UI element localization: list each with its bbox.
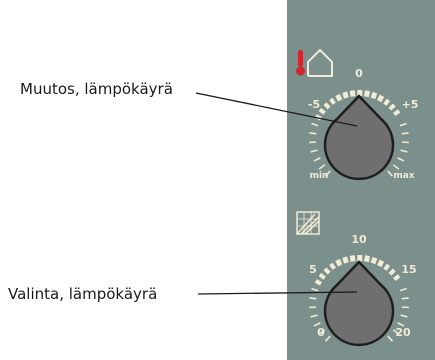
scale-band-segment [314, 279, 322, 286]
scale-label-min: min [310, 171, 329, 181]
scale-tick [392, 329, 400, 335]
scale-tick [392, 164, 400, 170]
scale-band-segment [376, 94, 385, 103]
scale-label-right: +5 [402, 98, 419, 111]
scale-band-segment [335, 93, 343, 102]
scale-tick [401, 132, 409, 135]
scale-band-segment [318, 107, 326, 115]
scale-label-top: 10 [351, 233, 367, 246]
scale-label-top: 0 [355, 67, 363, 80]
scale-label-left: -5 [308, 98, 320, 111]
scale-band-segment [383, 263, 391, 271]
curve-selection-dial[interactable]: 10 5 15 0 20 [309, 233, 417, 347]
scale-label-left: 5 [309, 263, 317, 276]
scale-band-segment [364, 255, 370, 263]
scale-band-segment [370, 256, 378, 265]
scale-label-max: max [393, 171, 414, 181]
scale-band-segment [342, 91, 349, 99]
scale-band-segment [349, 90, 356, 97]
scale-band-segment [349, 255, 356, 262]
top-dial-callout-label: Muutos, lämpökäyrä [20, 80, 173, 98]
scale-band-segment [323, 102, 331, 110]
scale-tick [311, 287, 319, 292]
scale-band-segment [318, 272, 326, 280]
scale-tick [397, 322, 405, 327]
scale-tick [313, 157, 321, 162]
scale-tick [309, 132, 317, 135]
scale-band-segment [370, 91, 378, 100]
scale-band-segment [364, 90, 370, 98]
scale-tick [397, 157, 405, 162]
scale-tick [399, 122, 407, 127]
scale-band-segment [342, 256, 349, 264]
scale-band-segment [388, 103, 396, 111]
scale-label-right: 15 [401, 263, 416, 276]
thermometer-house-icon [296, 48, 333, 77]
scale-band-segment [383, 98, 391, 106]
scale-tick [399, 287, 407, 292]
scale-tick [401, 297, 409, 300]
scale-tick [318, 329, 326, 335]
scale-label-max: 20 [395, 326, 411, 339]
scale-tick [324, 170, 331, 177]
scale-tick [387, 335, 394, 342]
scale-band-segment [329, 262, 336, 270]
dial-knob[interactable] [323, 94, 395, 181]
scale-band-segment [388, 268, 396, 276]
scale-tick [309, 297, 317, 300]
dial-scale [309, 254, 409, 342]
scale-band-segment [323, 267, 331, 275]
scale-tick [310, 149, 318, 153]
scale-label-min: 0 [317, 326, 325, 339]
scale-band-segment [393, 109, 401, 116]
scale-band-segment [376, 259, 385, 268]
dial-knob[interactable] [323, 260, 395, 347]
curve-offset-dial[interactable]: 0 -5 +5 min max [308, 67, 419, 181]
scale-tick [387, 170, 394, 177]
scale-band-segment [393, 274, 401, 281]
scale-tick [400, 314, 408, 318]
scale-tick [318, 164, 326, 170]
top-dial-leader-line [195, 92, 358, 127]
scale-tick [400, 149, 408, 153]
bottom-dial-leader-line [197, 291, 358, 295]
scale-tick [313, 322, 321, 327]
heat-curve-graph-icon [296, 211, 320, 235]
scale-tick [324, 335, 331, 342]
scale-band-segment [329, 97, 336, 105]
scale-tick [310, 314, 318, 318]
scale-tick [311, 122, 319, 127]
scale-band-segment [335, 258, 343, 267]
bottom-dial-callout-label: Valinta, lämpökäyrä [8, 285, 157, 303]
